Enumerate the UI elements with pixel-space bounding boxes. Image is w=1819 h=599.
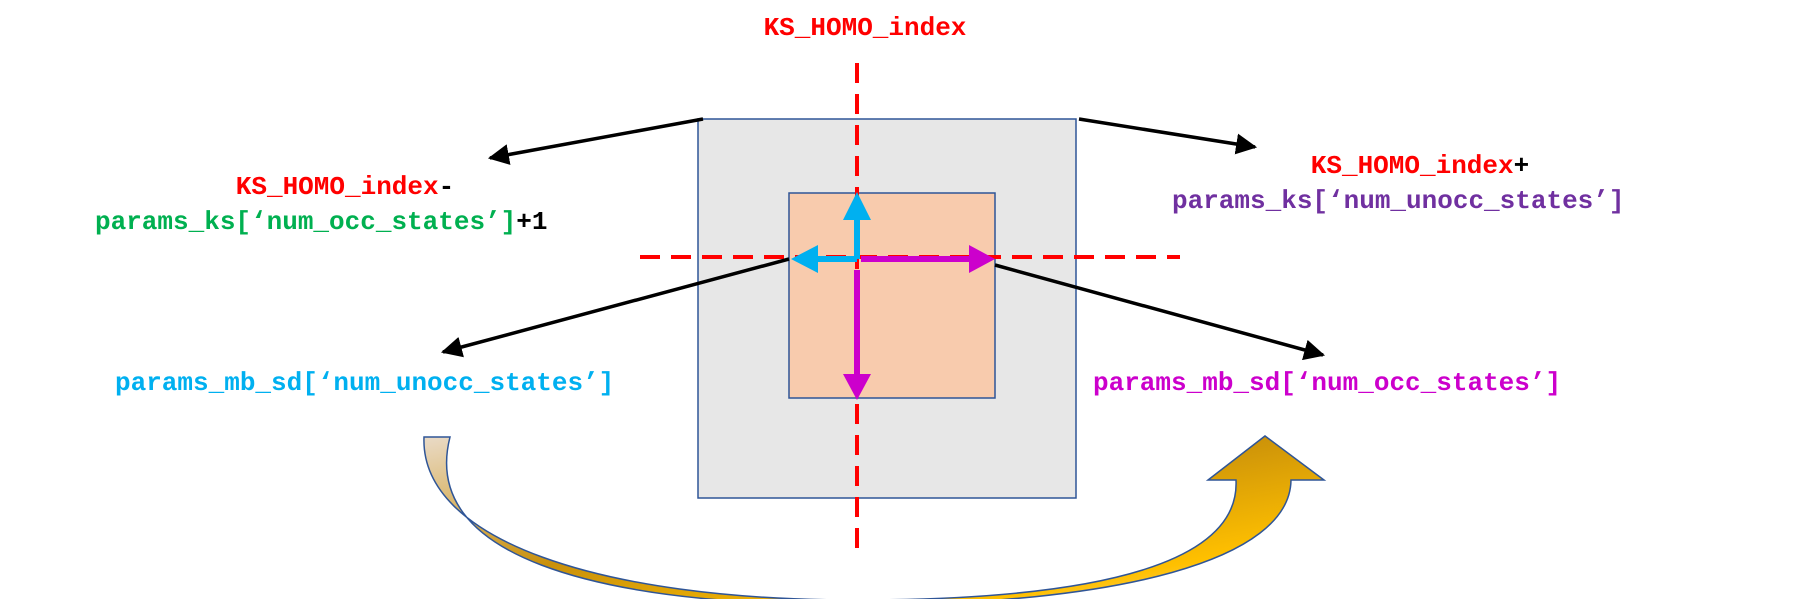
label-upper-left-plus-one: +1 (516, 207, 547, 237)
arrow-down-icon (843, 270, 871, 400)
label-upper-left-line2: params_ks[‘num_occ_states’]+1 (95, 207, 548, 237)
label-upper-right-line1: KS_HOMO_index+ (1311, 151, 1529, 181)
inner-box (788, 192, 996, 399)
label-upper-left-num-occ: params_ks[‘num_occ_states’] (95, 207, 516, 237)
arrow-right-icon (861, 245, 995, 273)
arrow-up-icon (843, 192, 871, 259)
label-lower-left-mb-unocc: params_mb_sd[‘num_unocc_states’] (115, 368, 614, 398)
pointer-arrow-lower-right (994, 263, 1326, 361)
curved-arrow-icon (423, 435, 1327, 599)
arrow-left-icon (791, 245, 857, 273)
label-upper-right-op: + (1514, 151, 1530, 181)
label-upper-left-var: KS_HOMO_index (236, 172, 439, 202)
pointer-arrow-upper-left (487, 117, 704, 165)
label-upper-right-var: KS_HOMO_index (1311, 151, 1514, 181)
pointer-arrow-lower-left (440, 257, 790, 358)
label-lower-right-mb-occ: params_mb_sd[‘num_occ_states’] (1093, 368, 1561, 398)
label-upper-left-op: - (439, 172, 455, 202)
label-upper-right-line2: params_ks[‘num_unocc_states’] (1172, 186, 1624, 216)
label-top-ks-homo-index: KS_HOMO_index (764, 13, 967, 43)
label-upper-left-line1: KS_HOMO_index- (236, 172, 454, 202)
pointer-arrow-upper-right (1078, 117, 1258, 155)
